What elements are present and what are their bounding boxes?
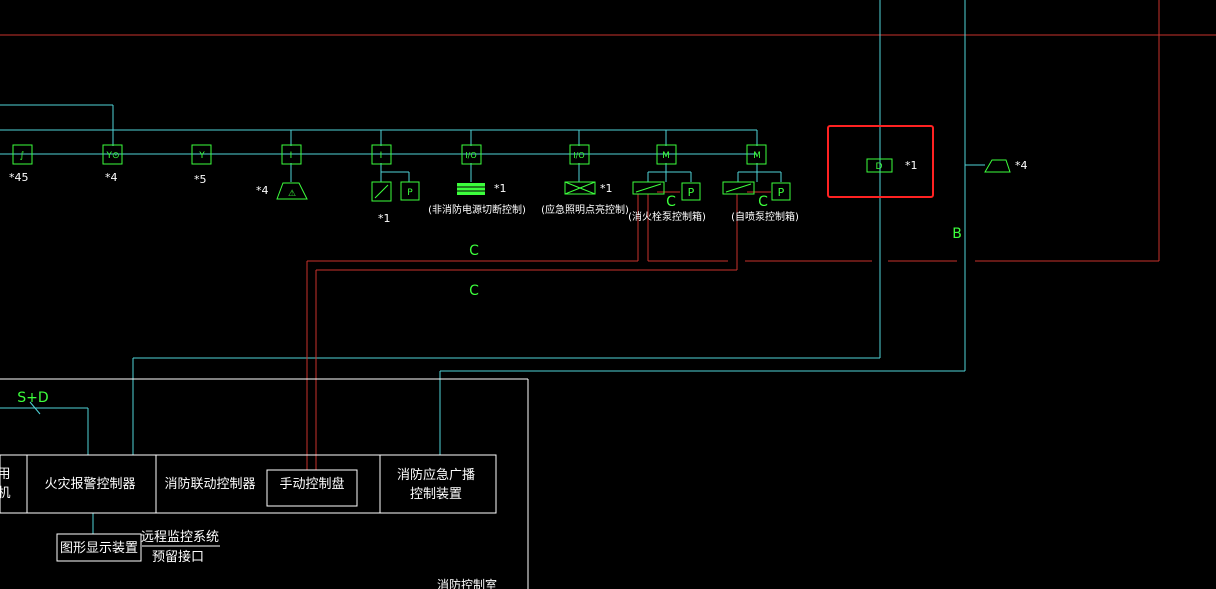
label-c3: C <box>666 194 676 210</box>
speaker-mult: *4 <box>1015 159 1028 172</box>
cut-left-1: 用 <box>0 467 11 482</box>
switch-box <box>371 181 392 202</box>
control-room <box>0 378 529 589</box>
cut-left-2: 机 <box>0 486 11 501</box>
device-glyph-8: M <box>753 151 761 161</box>
device-glyph-1: Y⊙ <box>105 151 119 161</box>
device-glyph-6: I/O <box>573 151 584 160</box>
label-c4: C <box>758 194 768 210</box>
bell-icon: ⚠ <box>288 189 296 199</box>
device-box-1 <box>102 144 123 165</box>
pressure-label-1: P <box>407 188 413 198</box>
mult-0: *45 <box>9 171 29 184</box>
linkage-controller-label: 消防联动控制器 <box>164 476 255 492</box>
remote-line2: 预留接口 <box>152 549 204 565</box>
cyan-bus-lines <box>0 0 985 534</box>
device-glyph-4: I <box>380 151 383 161</box>
manual-panel-label: 手动控制盘 <box>279 476 344 492</box>
device-glyph-7: M <box>662 151 670 161</box>
device-box-0 <box>12 144 33 165</box>
mult-2: *5 <box>194 173 207 186</box>
device-glyph-5: I/O <box>465 151 476 160</box>
graphic-display-label: 图形显示装置 <box>60 541 138 556</box>
pressure-label-2: P <box>688 186 695 199</box>
fire-alarm-controller-label: 火灾报警控制器 <box>44 476 135 492</box>
sounder-symbol <box>276 182 308 200</box>
highlighted-device-box <box>866 158 893 173</box>
device-glyph-3: I <box>290 151 293 161</box>
device-box-7 <box>656 144 677 165</box>
mult-4: *1 <box>378 212 391 225</box>
label-b: B <box>952 226 962 242</box>
caption-sprinkler-pump: (自喷泵控制箱) <box>731 210 799 223</box>
mult-1: *4 <box>105 171 118 184</box>
multipliers: *45 *4 *5 *4 *1 *1 *1 *1 *4 <box>9 159 1028 225</box>
mult-6: *1 <box>600 182 613 195</box>
label-c1: C <box>469 243 479 259</box>
broadcast-line2: 控制装置 <box>410 487 462 502</box>
device-box-2 <box>191 144 212 165</box>
caption-power-cut: (非消防电源切断控制) <box>428 203 526 216</box>
device-box-3 <box>281 144 302 165</box>
power-cut-box <box>457 183 485 195</box>
device-box-4 <box>371 144 392 165</box>
caption-hydrant-pump: (消火栓泵控制箱) <box>628 210 706 223</box>
remote-line1: 远程监控系统 <box>141 530 219 545</box>
pressure-box-2 <box>681 182 701 201</box>
speaker-symbol <box>984 159 1011 173</box>
device-glyph-2: Y <box>198 151 205 161</box>
caption-emergency-light: (应急照明点亮控制) <box>541 203 629 216</box>
label-c2: C <box>469 283 479 299</box>
device-box-5 <box>461 144 482 165</box>
device-glyph-0: ∫ <box>20 151 25 161</box>
device-captions: (非消防电源切断控制) (应急照明点亮控制) (消火栓泵控制箱) (自喷泵控制箱… <box>428 203 799 223</box>
hydrant-pump-box <box>632 181 665 195</box>
pressure-label-3: P <box>778 186 785 199</box>
device-glyphs: ∫ Y⊙ Y I I I/O I/O M M P P P ⚠ D <box>20 151 883 199</box>
highlighted-device-glyph: D <box>876 162 883 172</box>
selection-highlight[interactable] <box>827 125 934 198</box>
sprinkler-pump-box <box>722 181 755 195</box>
highlighted-device-mult: *1 <box>905 159 918 172</box>
pressure-box-1 <box>400 181 420 201</box>
manual-panel-box[interactable] <box>266 469 358 507</box>
control-room-texts: 用 机 火灾报警控制器 消防联动控制器 手动控制盘 消防应急广播 控制装置 图形… <box>0 467 497 589</box>
device-box-6 <box>569 144 590 165</box>
red-control-lines <box>306 0 1160 470</box>
mult-5: *1 <box>494 182 507 195</box>
emergency-light-box <box>564 181 596 195</box>
mult-3: *4 <box>256 184 269 197</box>
graphic-display-box[interactable] <box>56 533 142 562</box>
room-title: 消防控制室 <box>437 577 497 589</box>
device-symbols <box>12 144 1011 202</box>
device-box-8 <box>746 144 767 165</box>
line-labels: C C C C B S+D <box>17 194 962 406</box>
label-sd: S+D <box>17 390 48 406</box>
pressure-box-3 <box>771 182 791 201</box>
broadcast-line1: 消防应急广播 <box>397 467 475 483</box>
